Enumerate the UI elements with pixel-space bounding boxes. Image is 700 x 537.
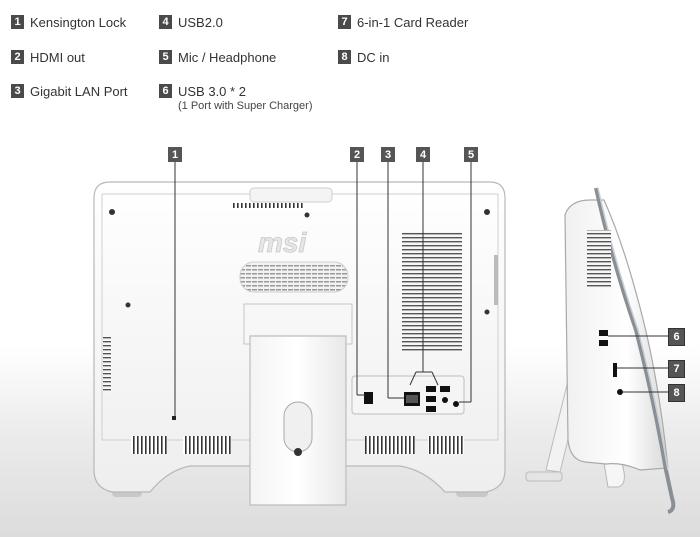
legend-item-dc-in: 8 DC in [338,49,390,66]
legend-label: Kensington Lock [30,15,127,30]
legend-number: 8 [338,50,351,64]
side-view [525,187,676,514]
rear-callout-lines [174,161,472,416]
usb2-port-3 [426,406,436,412]
legend-number: 3 [11,84,24,98]
legend-label: Mic / Headphone [178,50,277,65]
usb2-port-1 [426,386,436,392]
headphone-jack [453,401,459,407]
callout-1: 1 [168,147,182,162]
callout-2: 2 [350,147,364,162]
legend-item-gigabit-lan: 3 Gigabit LAN Port [11,83,128,100]
callout-5: 5 [464,147,478,162]
legend-item-usb3: 6 USB 3.0 * 2 (1 Port with Super Charger… [159,83,313,113]
hdmi-port [364,392,373,404]
dc-in-port [617,389,623,395]
usb2-port-2 [426,396,436,402]
legend-number: 6 [159,84,172,98]
legend-item-card-reader: 7 6-in-1 Card Reader [338,14,468,31]
legend-item-hdmi-out: 2 HDMI out [11,49,85,66]
legend-number: 4 [159,15,172,29]
legend-label: 6-in-1 Card Reader [357,15,469,30]
callout-3: 3 [381,147,395,162]
side-usb3-port-2 [599,340,608,346]
legend-number: 2 [11,50,24,64]
legend-sub-label: (1 Port with Super Charger) [178,100,313,112]
card-reader-slot [613,363,617,377]
side-usb3-port-1 [599,330,608,336]
legend-label: HDMI out [30,50,85,65]
rear-view: msi [93,181,506,506]
legend-number: 1 [11,15,24,29]
side-shell [564,199,669,471]
legend-item-mic-headphone: 5 Mic / Headphone [159,49,276,66]
usb2-port-4 [440,386,450,392]
legend-label: USB 3.0 * 2 (1 Port with Super Charger) [178,83,313,113]
mic-jack [442,397,448,403]
legend-label: Gigabit LAN Port [30,84,128,99]
callout-8: 8 [668,384,685,402]
callout-7: 7 [668,360,685,378]
legend-item-usb2: 4 USB2.0 [159,14,223,31]
callout-4: 4 [416,147,430,162]
msi-logo: msi [258,227,307,258]
side-callout-lines [608,335,668,393]
legend-main-label: USB 3.0 * 2 [178,84,246,99]
legend-label: DC in [357,50,390,65]
legend-number: 5 [159,50,172,64]
callout-6: 6 [668,328,685,346]
legend-number: 7 [338,15,351,29]
legend-item-kensington-lock: 1 Kensington Lock [11,14,126,31]
kensington-slot [172,416,176,420]
legend-label: USB2.0 [178,15,223,30]
